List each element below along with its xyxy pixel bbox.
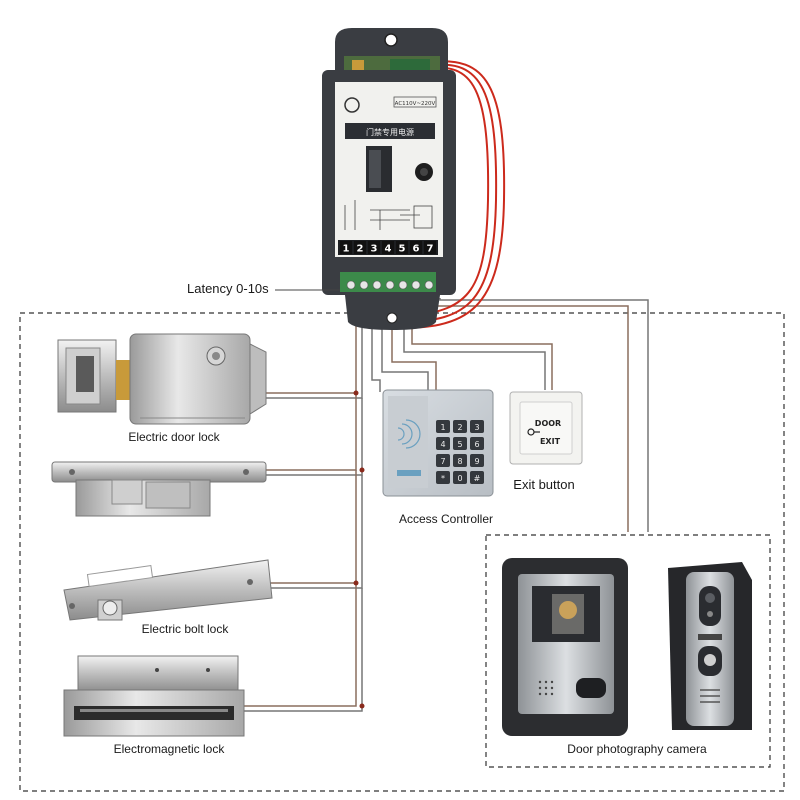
- exit-button-door-text: DOOR: [535, 419, 561, 428]
- keypad-key: [436, 437, 450, 450]
- keypad-key-label: 6: [474, 440, 479, 449]
- brand-logo-icon: [344, 97, 360, 113]
- terminal-box: [354, 241, 366, 254]
- terminal-box: [382, 241, 394, 254]
- keypad-key: [453, 420, 467, 433]
- electric-strike-lock-image: [51, 461, 267, 517]
- exit-button-image: [509, 391, 583, 465]
- electromagnetic-lock-label: Electromagnetic lock: [114, 742, 226, 756]
- terminal-box: [368, 241, 380, 254]
- wire-controller-2: [391, 300, 437, 392]
- keypad-key: [453, 454, 467, 467]
- speaker-grille-icon: [538, 680, 554, 696]
- terminal-number: 3: [371, 244, 378, 255]
- electromagnetic-lock-image: [63, 655, 245, 737]
- bolt-head-icon: [102, 600, 118, 616]
- exit-button-label: Exit button: [513, 477, 574, 492]
- wire-controller-1: [381, 300, 429, 392]
- keypad-key: [470, 471, 484, 484]
- camera-dashed-frame: [485, 534, 771, 768]
- keypad-key-label: 3: [474, 423, 479, 432]
- electric-door-lock-image: [57, 333, 267, 425]
- keypad-key-label: 1: [440, 423, 445, 432]
- power-supply-brand: 门禁专用电源: [366, 127, 414, 137]
- terminal-number: 4: [385, 244, 392, 255]
- keypad-key-label: 4: [440, 440, 445, 449]
- wire-door-lock: [262, 292, 357, 394]
- wire-door-lock-2: [262, 300, 363, 399]
- keypad-key-label: 0: [457, 474, 462, 483]
- terminal-number: 2: [357, 244, 364, 255]
- terminal-number: 6: [413, 244, 420, 255]
- electric-bolt-lock-label: Electric bolt lock: [142, 622, 230, 636]
- electric-bolt-lock-image: [63, 559, 273, 621]
- wire-controller-3: [371, 300, 381, 392]
- electric-door-lock-label: Electric door lock: [128, 430, 220, 444]
- keypad-key: [470, 454, 484, 467]
- bottom-mounting-hole-icon: [386, 312, 398, 324]
- exit-button-exit-text: EXIT: [540, 437, 561, 446]
- terminal-number: 1: [343, 244, 350, 255]
- call-button-icon: [704, 654, 716, 666]
- keypad-key-label: *: [441, 474, 445, 483]
- wire-camera-2: [439, 298, 649, 532]
- keypad-key-label: 7: [440, 457, 445, 466]
- wire-bolt-2: [270, 475, 363, 589]
- keypad-key-label: 9: [474, 457, 479, 466]
- wires: [212, 292, 649, 712]
- power-supply-unit: AC110V~220V 门禁专用电源: [322, 28, 456, 330]
- keypad-key-label: 8: [457, 457, 462, 466]
- keypad: 1 2 3 4 5 6 7 8 9 * 0 #: [436, 420, 484, 484]
- keypad-key: [436, 454, 450, 467]
- wire-bolt: [270, 470, 357, 584]
- indoor-monitor-image: [502, 558, 628, 736]
- keypad-key: [470, 420, 484, 433]
- keypad-key: [436, 471, 450, 484]
- keypad-key-label: 5: [457, 440, 462, 449]
- wire-junctions: [353, 390, 365, 709]
- wire-maglock-2: [242, 588, 363, 712]
- wire-maglock: [242, 583, 357, 707]
- rfid-icon: [397, 419, 421, 449]
- access-controller-label: Access Controller: [399, 512, 493, 526]
- keypad-key: [453, 471, 467, 484]
- camera-lens-icon: [705, 593, 715, 603]
- terminal-box: [396, 241, 408, 254]
- door-camera-label: Door photography camera: [567, 742, 707, 756]
- keypad-key: [453, 437, 467, 450]
- outdoor-camera-image: [668, 562, 752, 730]
- terminal-number: 7: [427, 244, 434, 255]
- terminal-number: 5: [399, 244, 406, 255]
- terminal-box: [410, 241, 422, 254]
- keypad-key-label: 2: [457, 423, 462, 432]
- keypad-key: [436, 420, 450, 433]
- mounting-hole-icon: [384, 33, 398, 47]
- terminal-box: [340, 241, 352, 254]
- terminal-box: [424, 241, 436, 254]
- latency-label: Latency 0-10s: [187, 281, 269, 296]
- keypad-key-label: #: [474, 474, 481, 483]
- voltage-label: AC110V~220V: [395, 101, 436, 107]
- keypad-key: [470, 437, 484, 450]
- red-wires: [387, 60, 506, 330]
